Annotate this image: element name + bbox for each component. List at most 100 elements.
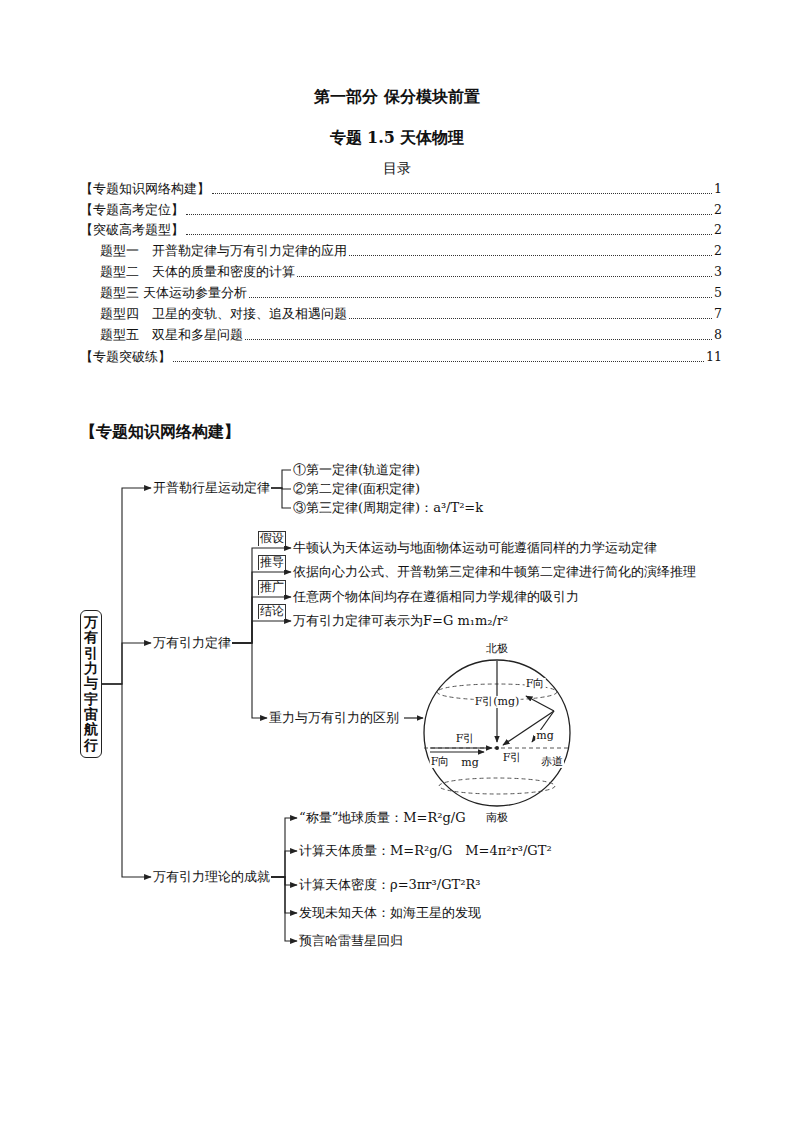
toc-row: 题型三 天体运动参量分析 5 — [100, 285, 722, 301]
part-heading: 第一部分 保分模块前置 — [314, 87, 480, 107]
toc-entry: 题型五 双星和多星问题 — [100, 327, 243, 343]
topic-text: 万有引力定律 — [152, 635, 232, 652]
dot-leader — [173, 361, 704, 362]
tree-connector — [271, 470, 291, 488]
center-dot — [495, 746, 499, 750]
tree-connector — [232, 621, 291, 643]
toc-row: 【突破高考题型】 2 — [80, 222, 722, 238]
node-text: 万有引力定律 — [153, 635, 231, 650]
root-box: 万有引力与宇宙航行 — [80, 610, 102, 759]
edge-label: 结论 — [258, 604, 286, 619]
topic-text: 开普勒行星运动定律 — [152, 480, 271, 497]
toc-heading: 目录 — [383, 160, 411, 178]
tree-connector — [271, 851, 297, 877]
latitude-line — [439, 778, 555, 794]
section-heading: 【专题知识网络构建】 — [80, 422, 240, 442]
node-text: 依据向心力公式、开普勒第三定律和牛顿第二定律进行简化的演绎推理 — [293, 564, 696, 579]
node-text: 万有引力与宇宙航行 — [84, 615, 98, 754]
earth-outline — [424, 660, 570, 806]
globe-label: mg — [460, 757, 479, 769]
toc-row: 【专题高考定位】2 — [80, 202, 722, 218]
node-text: 牛顿认为天体运动与地面物体运动可能遵循同样的力学运动定律 — [293, 540, 657, 555]
node-text: ②第二定律(面积定律) — [293, 481, 420, 496]
topic-text: 任意两个物体间均存在遵循相同力学规律的吸引力 — [292, 589, 580, 606]
force-arrow — [532, 711, 554, 742]
page-number: 3 — [714, 264, 722, 280]
toc-entry: 题型四 卫星的变轨、对接、追及相遇问题 — [100, 306, 347, 322]
tree-connector — [271, 877, 297, 913]
dot-leader — [297, 276, 712, 277]
force-arrow — [503, 711, 554, 745]
globe-label: 南极 — [485, 812, 509, 824]
globe-label: F向 — [430, 756, 451, 768]
topic-text: 发现未知天体：如海王星的发现 — [298, 905, 482, 922]
node-text: 任意两个物体间均存在遵循相同力学规律的吸引力 — [293, 589, 579, 604]
toc-row: 题型一 开普勒定律与万有引力定律的应用 2 — [100, 243, 722, 259]
page-number: 11 — [706, 349, 722, 365]
toc-row: 【专题突破练】 11 — [80, 349, 722, 365]
toc-entry: 【专题知识网络构建】 — [80, 181, 210, 197]
node-text: 计算天体质量：M=R²g/G M=4π²r³/GT² — [299, 843, 552, 858]
dot-leader — [212, 193, 712, 194]
node-text: 计算天体密度：ρ=3πr³/GT²R³ — [299, 877, 480, 892]
node-text: “称量”地球质量：M=R²g/G — [299, 810, 466, 825]
tree-connector — [102, 684, 151, 877]
dot-leader — [349, 255, 712, 256]
node-text: 重力与万有引力的区别 — [269, 710, 399, 725]
edge-label: 推导 — [258, 555, 286, 570]
topic-text: 计算天体质量：M=R²g/G M=4π²r³/GT² — [298, 843, 553, 860]
dot-leader — [349, 318, 712, 319]
topic-text: 万有引力理论的成就 — [152, 869, 271, 886]
toc-entry: 【突破高考题型】 — [80, 222, 184, 238]
globe-label: F引 — [502, 752, 523, 764]
page-number: 8 — [714, 327, 722, 343]
page-number: 2 — [714, 222, 722, 238]
topic-text: ①第一定律(轨道定律) — [292, 462, 421, 479]
toc-entry: 【专题高考定位】 — [80, 202, 184, 218]
dot-leader — [186, 234, 712, 235]
topic-text: ②第二定律(面积定律) — [292, 481, 421, 498]
page-number: 5 — [714, 285, 722, 301]
tree-connector — [271, 818, 297, 877]
topic-text: ③第三定律(周期定律)：a³/T²=k — [292, 500, 484, 517]
pointer-arrow — [404, 717, 423, 718]
page-number: 7 — [714, 306, 722, 322]
page-number: 1 — [714, 181, 722, 197]
toc-row: 题型二 天体的质量和密度的计算 3 — [100, 264, 722, 280]
topic-text: 万有引力定律可表示为F=G m₁m₂/r² — [292, 613, 509, 630]
tree-connector — [271, 488, 291, 508]
tree-connector — [232, 572, 291, 643]
tree-connector — [232, 643, 267, 718]
globe-label: 北极 — [485, 643, 509, 655]
toc-entry: 【专题突破练】 — [80, 349, 171, 365]
node-text: ③第三定律(周期定律)：a³/T²=k — [293, 500, 483, 515]
dot-leader — [249, 297, 712, 298]
tree-connector — [232, 548, 291, 643]
globe-label: F向 — [525, 678, 546, 690]
force-arrow — [526, 696, 554, 711]
node-text: 万有引力定律可表示为F=G m₁m₂/r² — [293, 613, 508, 628]
dot-leader — [186, 214, 712, 215]
toc-entry: 题型二 天体的质量和密度的计算 — [100, 264, 295, 280]
tree-connector — [271, 877, 297, 885]
tree-connector — [271, 877, 297, 941]
node-text: 预言哈雷彗星回归 — [299, 933, 403, 948]
globe-label: 赤道 — [540, 756, 564, 768]
node-text: 发现未知天体：如海王星的发现 — [299, 905, 481, 920]
edge-label: 推广 — [258, 580, 286, 595]
toc-row: 【专题知识网络构建】 1 — [80, 181, 722, 197]
toc-row: 题型四 卫星的变轨、对接、追及相遇问题 7 — [100, 306, 722, 322]
toc-entry: 题型一 开普勒定律与万有引力定律的应用 — [100, 243, 347, 259]
topic-text: 依据向心力公式、开普勒第三定律和牛顿第二定律进行简化的演绎推理 — [292, 564, 697, 581]
topic-text: 预言哈雷彗星回归 — [298, 933, 404, 950]
edge-label: 假设 — [258, 531, 286, 546]
toc-entry: 题型三 天体运动参量分析 — [100, 285, 247, 301]
page-number: 2 — [714, 243, 722, 259]
node-text: ①第一定律(轨道定律) — [293, 462, 420, 477]
tree-connector — [102, 643, 151, 684]
tree-connector — [102, 488, 151, 684]
topic-text: 计算天体密度：ρ=3πr³/GT²R³ — [298, 877, 481, 894]
topic-text: 牛顿认为天体运动与地面物体运动可能遵循同样的力学运动定律 — [292, 540, 658, 557]
node-text: 开普勒行星运动定律 — [153, 480, 270, 495]
